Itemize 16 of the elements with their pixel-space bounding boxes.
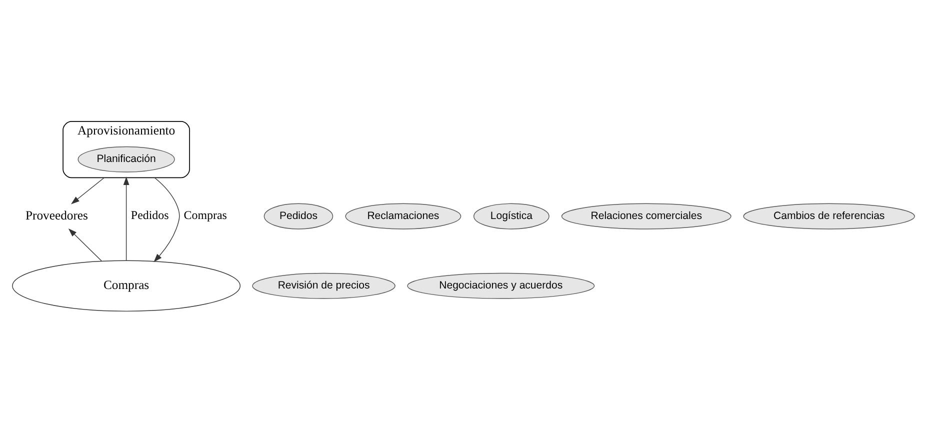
arrow	[68, 228, 102, 261]
node-ellipse: Negociaciones y acuerdos	[407, 272, 595, 298]
node-ellipse: Revisión de precios	[252, 272, 396, 298]
arrow	[154, 176, 180, 262]
node-ellipse: Reclamaciones	[345, 202, 462, 229]
node-ellipse: Logística	[473, 202, 550, 229]
edge-label: Compras	[184, 208, 227, 222]
arrow	[71, 176, 105, 204]
node-ellipse: Relaciones comerciales	[561, 202, 732, 229]
arrow	[123, 176, 130, 260]
edge-label: Pedidos	[130, 208, 169, 222]
node-ellipse: Planificación	[78, 146, 175, 172]
node-ellipse: Cambios de referencias	[743, 202, 915, 229]
node-ellipse: Compras	[12, 260, 240, 312]
node-ellipse: Pedidos	[264, 202, 334, 229]
node-text: Proveedores	[25, 208, 88, 222]
